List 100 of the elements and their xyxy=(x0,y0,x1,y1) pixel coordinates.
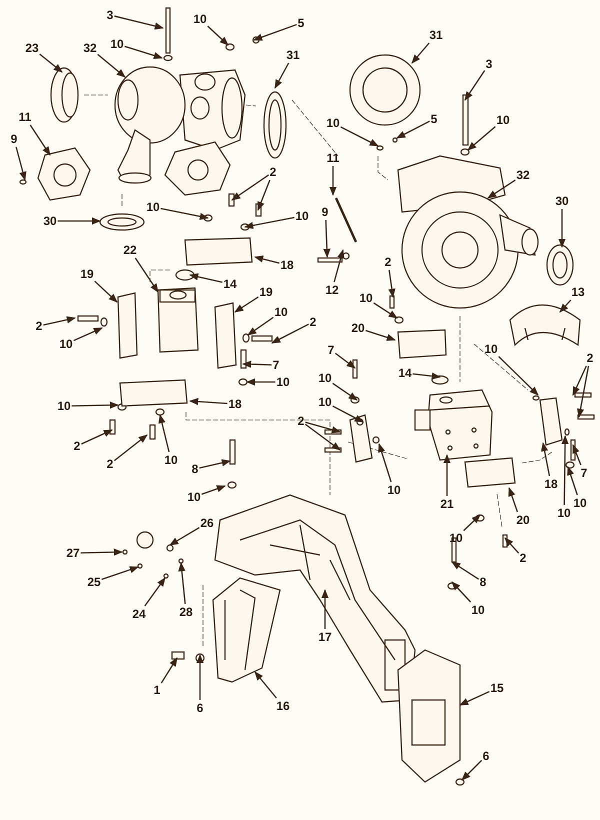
callout-number: 10 xyxy=(57,399,71,413)
compressor-housing-drawing xyxy=(114,66,186,184)
washer-drawing xyxy=(240,223,250,231)
leader-arrow xyxy=(244,216,294,230)
leader-arrow xyxy=(246,378,276,386)
callout-number: 16 xyxy=(276,699,290,713)
leader-arrow xyxy=(467,126,496,151)
callout-number: 18 xyxy=(544,477,558,491)
bracket-drawing xyxy=(212,577,281,683)
washer-drawing xyxy=(155,408,165,416)
bolt-drawing xyxy=(352,359,358,379)
callout-number: 10 xyxy=(164,453,178,467)
leader-arrow xyxy=(169,527,200,546)
plate-drawing xyxy=(214,302,237,369)
leader-arrow xyxy=(160,208,209,220)
washer-drawing xyxy=(163,54,173,62)
callout-number: 13 xyxy=(571,285,585,299)
callout-number: 14 xyxy=(223,277,237,291)
callout-number: 10 xyxy=(59,337,73,351)
callout-number: 8 xyxy=(192,462,198,476)
leader-arrow xyxy=(101,566,139,580)
leader-arrow xyxy=(373,302,398,319)
callout-number: 2 xyxy=(298,414,304,428)
callout-number: 11 xyxy=(18,110,32,124)
callout-number: 31 xyxy=(429,28,443,42)
leader-arrow xyxy=(576,366,590,418)
bolt-drawing xyxy=(171,651,185,660)
callout-number: 10 xyxy=(387,483,401,497)
leader-arrow xyxy=(81,429,113,445)
callout-number: 10 xyxy=(326,116,340,130)
leader-arrow xyxy=(332,382,358,401)
bolt-drawing xyxy=(228,193,235,207)
leader-arrow xyxy=(94,280,118,303)
bolt-drawing xyxy=(77,315,99,322)
leader-arrow xyxy=(253,24,297,41)
callout-number: 3 xyxy=(486,57,492,71)
callout-number: 10 xyxy=(318,371,332,385)
leader-arrow xyxy=(114,15,164,30)
leader-arrow xyxy=(72,402,119,409)
leader-arrow xyxy=(114,434,148,462)
block-drawing xyxy=(157,287,199,353)
leader-arrow xyxy=(160,657,178,684)
leader-arrow xyxy=(559,300,572,313)
callout-number: 21 xyxy=(440,497,454,511)
callout-number: 10 xyxy=(187,490,201,504)
bolt-drawing xyxy=(109,419,116,435)
callout-number: 10 xyxy=(484,342,498,356)
leader-arrow xyxy=(572,444,582,466)
bolt-drawing xyxy=(165,7,171,54)
washer-drawing xyxy=(475,514,485,522)
callout-number: 1 xyxy=(154,683,160,697)
washer-drawing xyxy=(100,317,108,327)
bolt-drawing xyxy=(324,447,342,453)
pin-drawing xyxy=(178,558,184,564)
pin-drawing xyxy=(163,573,169,579)
leader-arrow xyxy=(558,209,566,248)
callout-number: 19 xyxy=(259,285,273,299)
callout-number: 30 xyxy=(43,214,57,228)
callout-number: 32 xyxy=(516,168,530,182)
leader-arrow xyxy=(321,589,329,629)
washer-drawing xyxy=(455,778,465,786)
bolt-drawing xyxy=(570,439,576,461)
callout-number: 11 xyxy=(326,151,340,165)
bolt-drawing xyxy=(149,424,156,440)
washer-drawing xyxy=(242,333,250,343)
callout-number: 2 xyxy=(586,351,594,365)
gasket-drawing xyxy=(99,213,145,231)
leader-arrow xyxy=(274,62,290,89)
leader-arrow xyxy=(254,671,277,698)
nut-drawing xyxy=(252,36,260,44)
leader-arrow xyxy=(97,54,126,78)
washer-drawing xyxy=(225,43,235,51)
pin-drawing xyxy=(137,563,143,569)
leader-arrow xyxy=(254,255,280,264)
heat-shield-drawing xyxy=(509,304,581,346)
callout-number: 20 xyxy=(351,321,365,335)
callout-number: 2 xyxy=(384,255,392,269)
leader-arrow xyxy=(144,577,166,606)
gasket-drawing xyxy=(546,244,574,286)
leader-arrow xyxy=(334,352,356,369)
bracket-drawing xyxy=(119,379,188,407)
bolt-drawing xyxy=(574,392,592,398)
turbocharger-drawing xyxy=(397,155,539,309)
screw-drawing xyxy=(317,257,343,263)
o-ring-drawing xyxy=(175,269,195,281)
leader-arrow xyxy=(231,174,270,201)
leader-arrow xyxy=(340,126,379,147)
callout-number: 18 xyxy=(228,397,242,411)
leader-arrow xyxy=(73,327,103,342)
callout-number: 19 xyxy=(80,267,94,281)
bolt-drawing xyxy=(389,295,395,309)
leader-arrow xyxy=(39,54,63,73)
gasket-drawing xyxy=(334,198,358,242)
bracket-drawing xyxy=(397,649,461,783)
leader-arrow xyxy=(459,690,490,706)
leader-arrow xyxy=(30,124,51,156)
bolt-drawing xyxy=(255,203,262,217)
leader-arrow xyxy=(199,459,231,469)
leader-arrow xyxy=(572,366,587,396)
bracket-drawing xyxy=(184,237,253,266)
